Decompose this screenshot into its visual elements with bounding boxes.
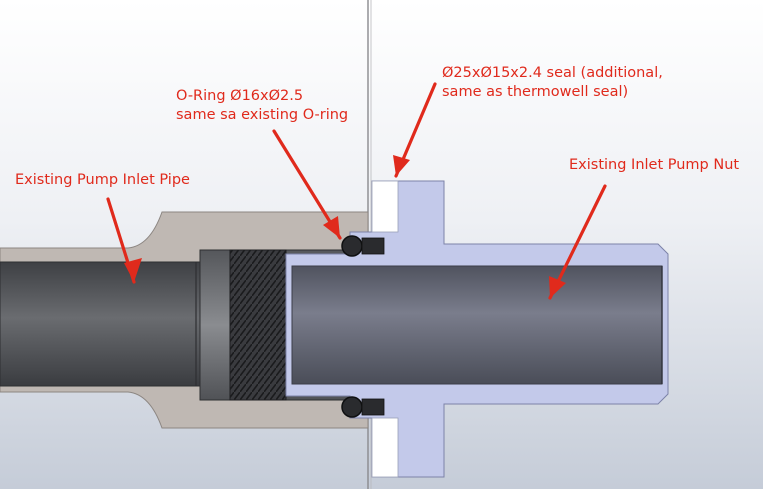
flat-seal-top <box>371 180 399 233</box>
arrow-icon <box>323 216 340 238</box>
oring-groove-bottom <box>361 398 385 416</box>
arrow-icon <box>548 184 607 300</box>
label-oring-line2: same sa existing O-ring <box>176 107 349 123</box>
oring-bottom <box>341 396 363 418</box>
arrow-icon <box>549 276 566 298</box>
nut-bore <box>291 265 663 385</box>
arrow-icon <box>124 258 142 282</box>
annotation-arrows <box>106 82 607 300</box>
label-oring-line1: O-Ring Ø16xØ2.5 <box>176 88 304 104</box>
thread-section <box>229 249 287 401</box>
oring-top <box>341 235 363 257</box>
arrow-icon <box>272 129 342 240</box>
flat-seal-bottom <box>371 417 399 478</box>
arrow-icon <box>393 155 410 176</box>
label-oring: O-Ring Ø16xØ2.5 same sa existing O-ring <box>176 87 348 125</box>
oring-groove-top <box>361 237 385 255</box>
label-existing-nut: Existing Inlet Pump Nut <box>569 157 740 173</box>
label-seal: Ø25xØ15x2.4 seal (additional, same as th… <box>442 64 663 102</box>
label-seal-line2: same as thermowell seal) <box>442 84 629 100</box>
label-existing-pipe: Existing Pump Inlet Pipe <box>15 172 190 188</box>
pipe-bore <box>0 261 201 387</box>
label-seal-line1: Ø25xØ15x2.4 seal (additional, <box>442 65 663 81</box>
